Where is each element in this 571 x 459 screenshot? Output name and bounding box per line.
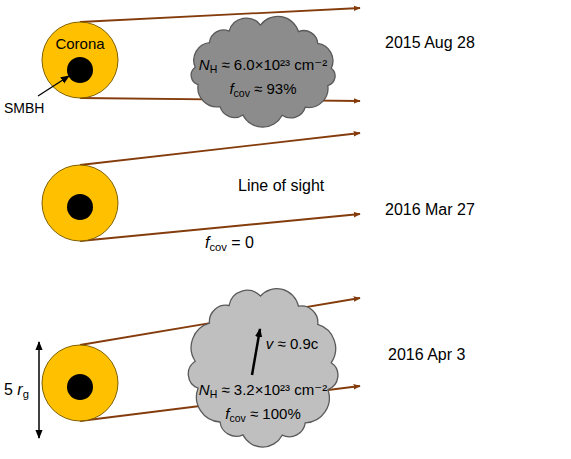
sight-ray (80, 8, 360, 22)
cloud-outline (191, 16, 335, 127)
text-run: ≈ 93% (250, 80, 297, 97)
annotation-label: 2015 Aug 28 (385, 33, 475, 52)
text-run: = 0 (227, 234, 254, 251)
node-text: fcov ≈ 100% (225, 405, 300, 427)
annotation-label: 2016 Mar 27 (385, 200, 475, 219)
text-run: 5 (4, 381, 17, 398)
text-run: ≈ 3.2×10²³ cm⁻² (217, 381, 327, 398)
sight-ray (80, 214, 360, 241)
size-bar (38, 342, 40, 438)
text-run: N (199, 381, 210, 398)
smbh-disk (67, 57, 93, 83)
velocity-arrow (252, 329, 260, 375)
smbh-disk (67, 374, 93, 400)
text-run: f (205, 234, 209, 251)
text-run: f (229, 80, 233, 97)
text-run: 2016 Apr 3 (388, 346, 465, 363)
text-run: ≈ 6.0×10²³ cm⁻² (217, 56, 327, 73)
node-text: NH ≈ 6.0×10²³ cm⁻² (199, 56, 327, 78)
text-run: 2015 Aug 28 (385, 34, 475, 51)
text-run: 2016 Mar 27 (385, 201, 475, 218)
corona-node: Corona (42, 22, 118, 98)
text-run: g (23, 388, 29, 400)
text-run: Line of sight (238, 177, 324, 194)
absorber-cloud: v ≈ 0.9cNH ≈ 3.2×10²³ cm⁻²fcov ≈ 100% (182, 283, 344, 451)
absorber-cloud: NH ≈ 6.0×10²³ cm⁻²fcov ≈ 93% (182, 12, 344, 130)
text-run: N (199, 56, 210, 73)
text-run: ≈ 100% (246, 405, 301, 422)
annotation-label: 5 rg (4, 380, 29, 404)
node-text: Corona (55, 35, 104, 53)
annotation-label: 2016 Apr 3 (388, 345, 465, 364)
text-run: v (266, 335, 274, 352)
text-run: SMBH (4, 100, 44, 116)
part-label: SMBH (4, 99, 44, 118)
annotation-label: Line of sight (238, 176, 324, 195)
corona-shape (42, 22, 118, 98)
text-run: cov (229, 412, 245, 424)
corona-circle (42, 165, 118, 241)
text-run: ≈ 0.9c (273, 335, 318, 352)
smbh-pointer (38, 76, 69, 96)
sight-ray (80, 133, 360, 165)
text-run: cov (209, 241, 226, 253)
cloud-outline (188, 289, 338, 447)
text-run: cov (234, 87, 250, 99)
text-run: H (210, 63, 218, 75)
text-run: f (225, 405, 229, 422)
annotation-label: fcov = 0 (205, 233, 254, 257)
text-run: r (17, 381, 22, 398)
text-run: H (210, 388, 218, 400)
corona-circle (42, 345, 118, 421)
smbh-disk (67, 194, 93, 220)
node-text: fcov ≈ 93% (229, 80, 296, 102)
cloud-shape (182, 283, 344, 451)
text-run: Corona (55, 35, 104, 52)
node-text: NH ≈ 3.2×10²³ cm⁻² (199, 381, 327, 403)
node-text: v ≈ 0.9c (266, 335, 318, 353)
